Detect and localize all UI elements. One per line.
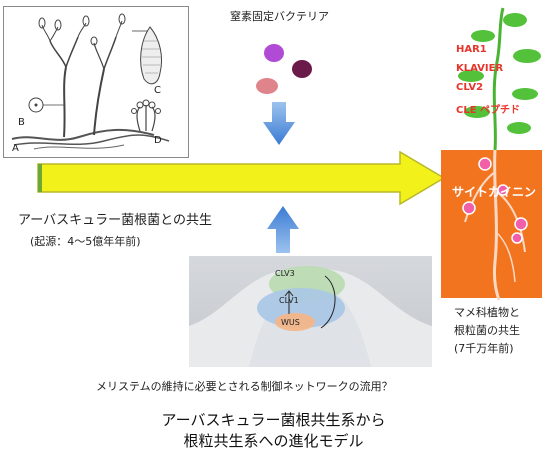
fungus-letter-c: C	[154, 85, 161, 96]
figure-title-line-1: アーバスキュラー菌根共生系から	[161, 411, 386, 429]
meristem-drawing	[189, 266, 432, 367]
bacterium-dark	[292, 60, 312, 78]
fungus-letter-b: B	[18, 117, 25, 128]
gene-label-clv2: CLV2	[456, 82, 484, 93]
fungus-illustration: C D B A	[3, 6, 189, 158]
down-arrow-icon	[263, 102, 295, 145]
fungus-drawing	[11, 13, 170, 150]
network-caption: メリステムの維持に必要とされる制御ネットワークの流用？	[96, 380, 393, 393]
meristem-label-clv1: CLV1	[279, 296, 299, 305]
gene-label-klavier: KLAVIER	[456, 63, 504, 74]
fungus-letter-a: A	[12, 143, 19, 154]
bacterium-pink	[256, 78, 278, 94]
bacteria-cells	[256, 44, 312, 94]
bacterium-purple	[264, 44, 284, 62]
up-arrow-icon	[267, 206, 299, 253]
bacteria-title: 窒素固定バクテリア	[230, 10, 329, 23]
meristem-label-wus: WUS	[281, 318, 300, 327]
meristem-image: CLV3 CLV1 WUS	[189, 256, 432, 367]
gene-label-har1: HAR1	[456, 44, 487, 55]
cytokinin-label: サイトカイニン	[452, 185, 537, 199]
am-symbiosis-origin: (起源：4～5億年年前)	[30, 235, 141, 248]
figure-title-line-2: 根粒共生系への進化モデル	[183, 432, 364, 450]
legume-line-3: (7千万年前)	[454, 342, 514, 355]
legume-plant-drawing	[458, 7, 541, 301]
gene-label-cle-peptide: CLE ペプチド	[456, 105, 521, 116]
legume-line-1: マメ科植物と	[454, 306, 520, 319]
meristem-label-clv3: CLV3	[275, 269, 295, 278]
evolution-arrow-icon	[37, 150, 446, 206]
fungus-letter-d: D	[154, 135, 162, 146]
legume-line-2: 根粒菌の共生	[454, 324, 520, 337]
am-symbiosis-title: アーバスキュラー菌根菌との共生	[18, 213, 212, 228]
